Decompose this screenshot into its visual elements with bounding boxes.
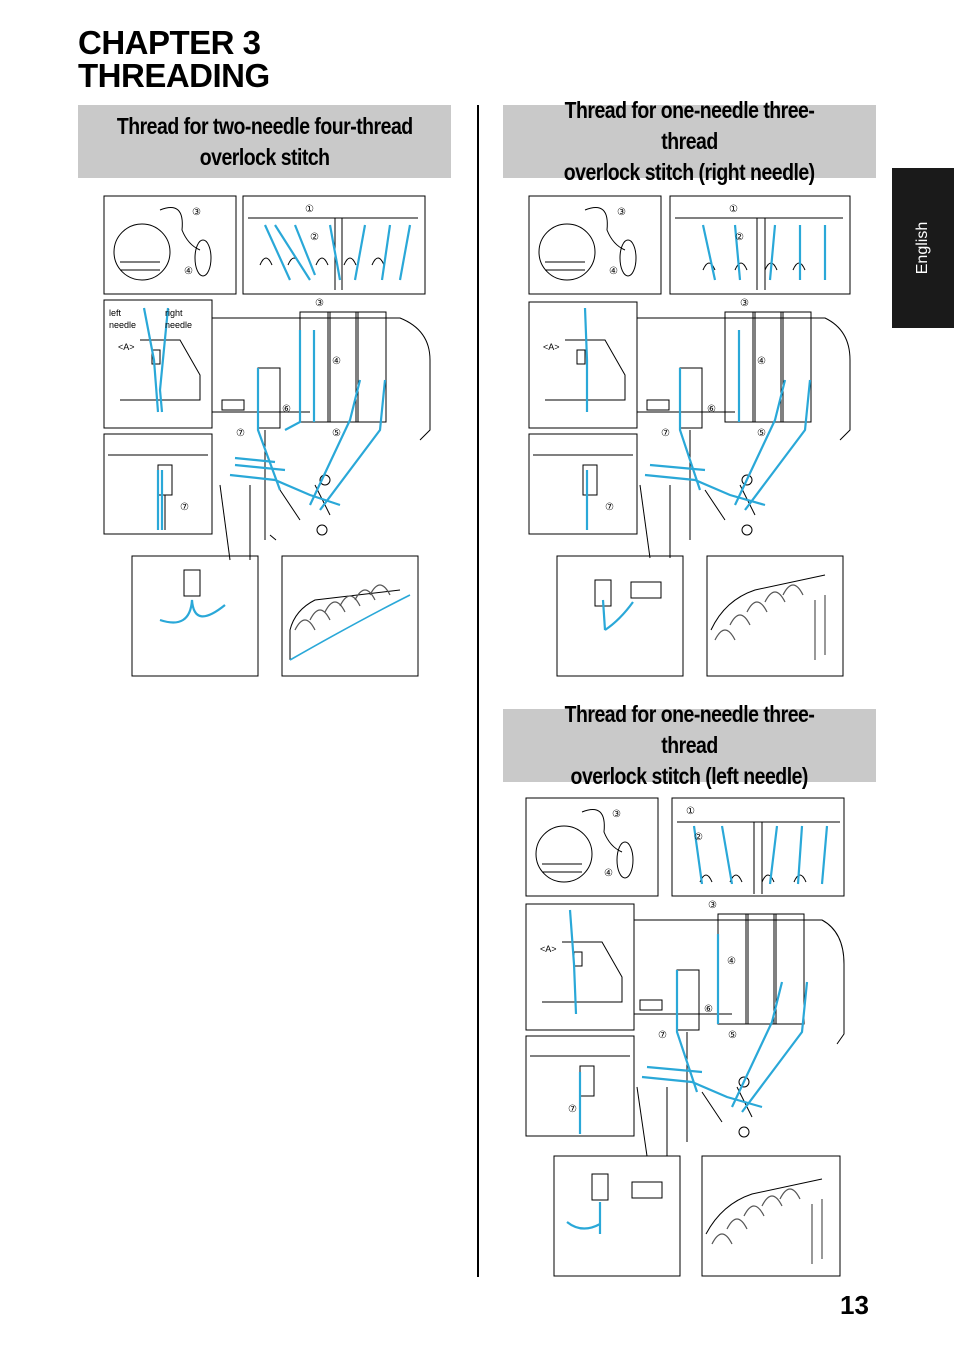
header-line: overlock stitch (right needle) <box>564 159 815 185</box>
label-n4: ④ <box>727 956 736 967</box>
section-header-right-needle: Thread for one-needle three-thread overl… <box>503 97 876 185</box>
label-n1: ① <box>305 204 314 215</box>
label-right-needle-1: right <box>165 308 183 318</box>
thread-stand-inset-frame <box>669 195 851 295</box>
label-n2: ② <box>694 832 703 843</box>
label-n5: ⑤ <box>332 428 341 439</box>
stitch-sample-frame <box>281 555 419 677</box>
section-header-four-thread: Thread for two-needle four-thread overlo… <box>78 105 451 178</box>
tension-dial-detail <box>113 223 171 281</box>
needle-inset-frame <box>103 299 213 429</box>
label-tension-a: <A> <box>540 944 557 954</box>
label-n1: ① <box>729 204 738 215</box>
chapter-name: THREADING <box>78 57 270 94</box>
label-n3: ③ <box>192 207 201 218</box>
label-left-needle-1: left <box>109 308 122 318</box>
left-needle-threading-illustration: ③ ④ ① ② ③ ④ ⑥ ⑦ ⑤ ⑦ <A> <box>525 797 845 1277</box>
stitch-sample-frame <box>701 1155 841 1277</box>
label-n4: ④ <box>757 356 766 367</box>
label-n5: ⑤ <box>728 1030 737 1041</box>
label-n5: ⑤ <box>757 428 766 439</box>
language-tab: English <box>892 168 954 328</box>
label-tension-a: <A> <box>543 342 560 352</box>
header-line: Thread for one-needle three-thread <box>564 701 815 758</box>
label-n6: ⑥ <box>282 404 291 415</box>
label-n7: ⑦ <box>180 502 189 513</box>
looper-inset-frame <box>528 433 638 535</box>
thread-paths <box>583 224 827 631</box>
label-n4: ④ <box>184 266 193 277</box>
thread-paths <box>142 224 412 661</box>
thread-paths <box>566 825 829 1234</box>
header-line: Thread for two-needle four-thread <box>116 112 413 139</box>
label-n4: ④ <box>332 356 341 367</box>
label-n3: ③ <box>740 298 749 309</box>
chapter-number: CHAPTER 3 <box>78 24 261 61</box>
label-n6: ⑥ <box>704 1004 713 1015</box>
label-n7: ⑦ <box>605 502 614 513</box>
label-n7: ⑦ <box>236 428 245 439</box>
column-divider <box>477 105 479 1277</box>
stitch-loops <box>711 1188 823 1264</box>
needle-inset-frame <box>528 301 638 429</box>
stitch-sample-frame <box>706 555 844 677</box>
chapter-title: CHAPTER 3 THREADING <box>78 26 270 92</box>
label-n3: ③ <box>315 298 324 309</box>
label-n3: ③ <box>617 207 626 218</box>
label-n3: ③ <box>708 900 717 911</box>
label-n1: ① <box>686 806 695 817</box>
looper-inset-frame <box>103 433 213 535</box>
header-line: Thread for one-needle three-thread <box>564 97 815 154</box>
label-tension-a: <A> <box>118 342 135 352</box>
label-n7: ⑦ <box>658 1030 667 1041</box>
label-n6: ⑥ <box>707 404 716 415</box>
stitch-loops <box>294 584 391 631</box>
needle-detail-inset-frame <box>556 555 684 677</box>
label-n4: ④ <box>609 266 618 277</box>
looper-inset-frame <box>525 1035 635 1137</box>
label-left-needle-2: needle <box>109 320 136 330</box>
label-n4: ④ <box>604 868 613 879</box>
thread-stand-inset-frame <box>671 797 845 897</box>
tension-inset-frame <box>103 195 237 295</box>
needle-inset-frame <box>525 903 635 1031</box>
label-n2: ② <box>735 232 744 243</box>
needle-detail-inset-frame <box>553 1155 681 1277</box>
header-line: overlock stitch (left needle) <box>570 763 809 789</box>
label-n7: ⑦ <box>568 1104 577 1115</box>
label-right-needle-2: needle <box>165 320 192 330</box>
section-header-left-needle: Thread for one-needle three-thread overl… <box>503 701 876 789</box>
tension-inset-frame <box>525 797 659 897</box>
tension-inset-frame <box>528 195 662 295</box>
four-thread-threading-illustration: ③ ④ ① ② ③ ④ ⑥ ⑦ ⑤ ⑦ left needle right ne… <box>103 195 431 677</box>
page-number: 13 <box>840 1290 869 1320</box>
label-n3: ③ <box>612 809 621 820</box>
right-needle-threading-illustration: ③ ④ ① ② ③ ④ ⑥ ⑦ ⑤ ⑦ <A> <box>528 195 851 677</box>
label-n7: ⑦ <box>661 428 670 439</box>
thread-stand-inset-frame <box>242 195 426 295</box>
language-tab-label: English <box>913 221 931 275</box>
header-line: overlock stitch <box>199 143 330 170</box>
needle-detail-inset-frame <box>131 555 259 677</box>
stitch-loops <box>714 584 826 660</box>
label-n2: ② <box>310 232 319 243</box>
